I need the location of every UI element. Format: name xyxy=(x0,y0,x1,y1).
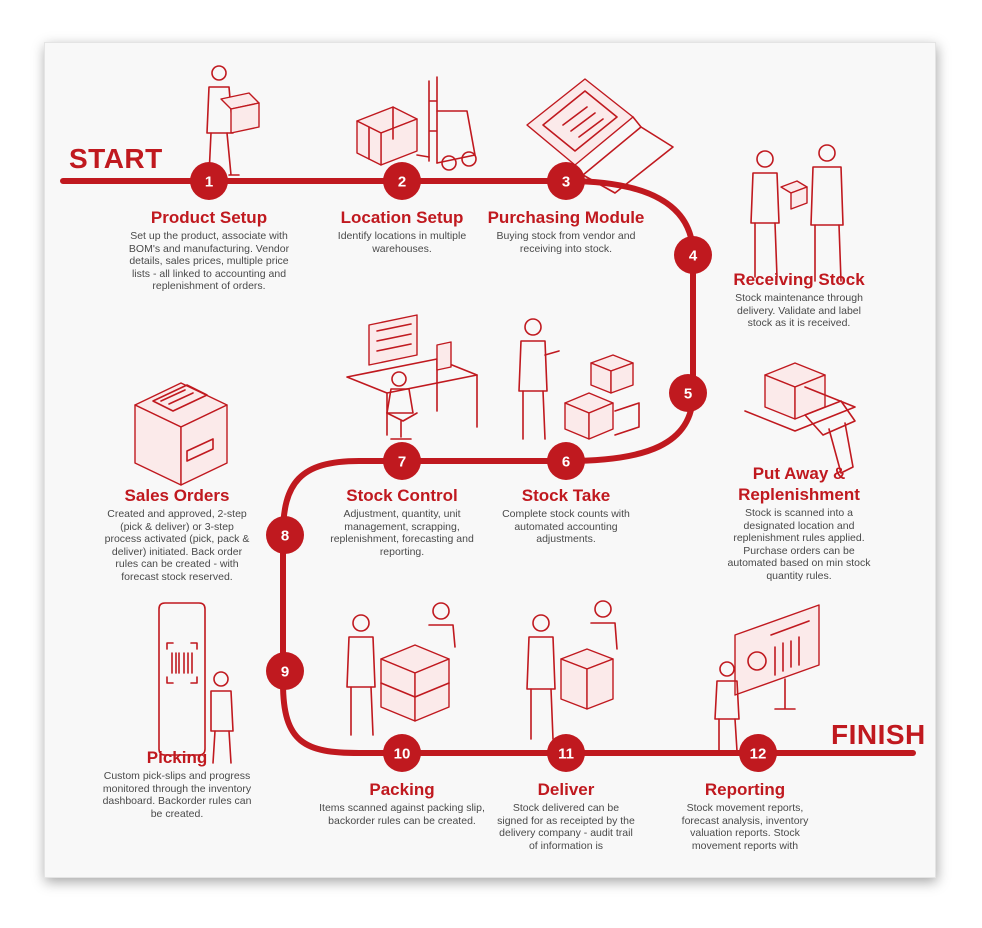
dashboard-presenter-icon xyxy=(714,604,820,752)
step-11-description: Stock delivered can be signed for as rec… xyxy=(497,802,635,852)
barcode-phone-icon xyxy=(158,602,234,764)
workers-packing-pallet-icon xyxy=(346,602,456,736)
step-8-description: Created and approved, 2-step (pick & del… xyxy=(104,508,250,583)
step-12-text: Reporting Stock movement reports, foreca… xyxy=(672,779,818,852)
step-10-description: Items scanned against packing slip, back… xyxy=(319,802,485,827)
step-6-title: Stock Take xyxy=(521,486,611,505)
step-5-title: Put Away & Replenishment xyxy=(738,464,860,504)
step-5-text: Put Away & Replenishment Stock is scanne… xyxy=(722,463,876,583)
step-node-11: 11 xyxy=(547,734,585,772)
step-4-title: Receiving Stock xyxy=(733,270,865,289)
step-1-title: Product Setup xyxy=(150,208,268,227)
step-11-title: Deliver xyxy=(537,780,595,799)
svg-text:12: 12 xyxy=(750,746,767,763)
svg-text:10: 10 xyxy=(394,746,411,763)
inventory-process-card: 1 2 3 4 5 6 7 8 9 10 11 12 START FINISH … xyxy=(44,42,936,878)
step-node-10: 10 xyxy=(383,734,421,772)
step-node-12: 12 xyxy=(739,734,777,772)
step-3-title: Purchasing Module xyxy=(487,208,645,227)
step-2-title: Location Setup xyxy=(340,208,464,227)
forklift-pallet-icon xyxy=(356,76,477,171)
svg-text:3: 3 xyxy=(562,174,570,191)
step-4-text: Receiving Stock Stock maintenance throug… xyxy=(724,269,874,330)
step-node-8: 8 xyxy=(266,516,304,554)
step-3-description: Buying stock from vendor and receiving i… xyxy=(496,230,636,255)
step-node-7: 7 xyxy=(383,442,421,480)
step-8-text: Sales Orders Created and approved, 2-ste… xyxy=(101,485,253,584)
step-node-2: 2 xyxy=(383,162,421,200)
step-1-description: Set up the product, associate with BOM's… xyxy=(128,230,290,293)
step-2-description: Identify locations in multiple warehouse… xyxy=(337,230,467,255)
step-6-description: Complete stock counts with automated acc… xyxy=(502,508,630,546)
step-10-title: Packing xyxy=(369,780,435,799)
svg-text:6: 6 xyxy=(562,454,570,471)
computer-workstation-icon xyxy=(346,314,478,440)
svg-text:8: 8 xyxy=(281,528,289,545)
step-2-text: Location Setup Identify locations in mul… xyxy=(327,207,477,255)
svg-text:11: 11 xyxy=(558,746,574,763)
step-9-text: Picking Custom pick-slips and progress m… xyxy=(97,747,257,820)
svg-text:4: 4 xyxy=(689,248,698,265)
step-11-text: Deliver Stock delivered can be signed fo… xyxy=(496,779,636,852)
step-4-description: Stock maintenance through delivery. Vali… xyxy=(735,292,863,330)
step-node-3: 3 xyxy=(547,162,585,200)
step-7-description: Adjustment, quantity, unit management, s… xyxy=(330,508,474,558)
step-8-title: Sales Orders xyxy=(124,486,230,505)
step-10-text: Packing Items scanned against packing sl… xyxy=(317,779,487,827)
step-node-5: 5 xyxy=(669,374,707,412)
svg-text:9: 9 xyxy=(281,664,289,681)
process-path-diagram: 1 2 3 4 5 6 7 8 9 10 11 12 xyxy=(60,65,916,772)
step-7-text: Stock Control Adjustment, quantity, unit… xyxy=(327,485,477,558)
step-node-9: 9 xyxy=(266,652,304,690)
step-9-title: Picking xyxy=(146,748,208,767)
step-node-4: 4 xyxy=(674,236,712,274)
step-5-description: Stock is scanned into a designated locat… xyxy=(727,507,871,582)
delivery-handover-icon xyxy=(750,144,844,282)
step-node-6: 6 xyxy=(547,442,585,480)
step-12-title: Reporting xyxy=(704,780,786,799)
worker-counting-boxes-icon xyxy=(518,318,640,440)
delivery-sign-off-icon xyxy=(526,600,618,740)
step-6-text: Stock Take Complete stock counts with au… xyxy=(491,485,641,546)
start-label: START xyxy=(69,143,163,174)
step-9-description: Custom pick-slips and progress monitored… xyxy=(102,770,252,820)
step-3-text: Purchasing Module Buying stock from vend… xyxy=(486,207,646,255)
step-node-1: 1 xyxy=(190,162,228,200)
svg-text:5: 5 xyxy=(684,386,692,403)
barcode-scanner-box-icon xyxy=(744,362,856,474)
order-box-icon xyxy=(134,382,228,486)
step-1-text: Product Setup Set up the product, associ… xyxy=(125,207,293,293)
step-7-title: Stock Control xyxy=(346,486,458,505)
svg-text:1: 1 xyxy=(205,174,213,191)
svg-text:7: 7 xyxy=(398,454,406,471)
step-12-description: Stock movement reports, forecast analysi… xyxy=(681,802,809,852)
handheld-terminal-icon xyxy=(526,78,674,194)
finish-label: FINISH xyxy=(831,719,926,750)
svg-text:2: 2 xyxy=(398,174,406,191)
worker-carrying-box-icon xyxy=(206,65,260,176)
